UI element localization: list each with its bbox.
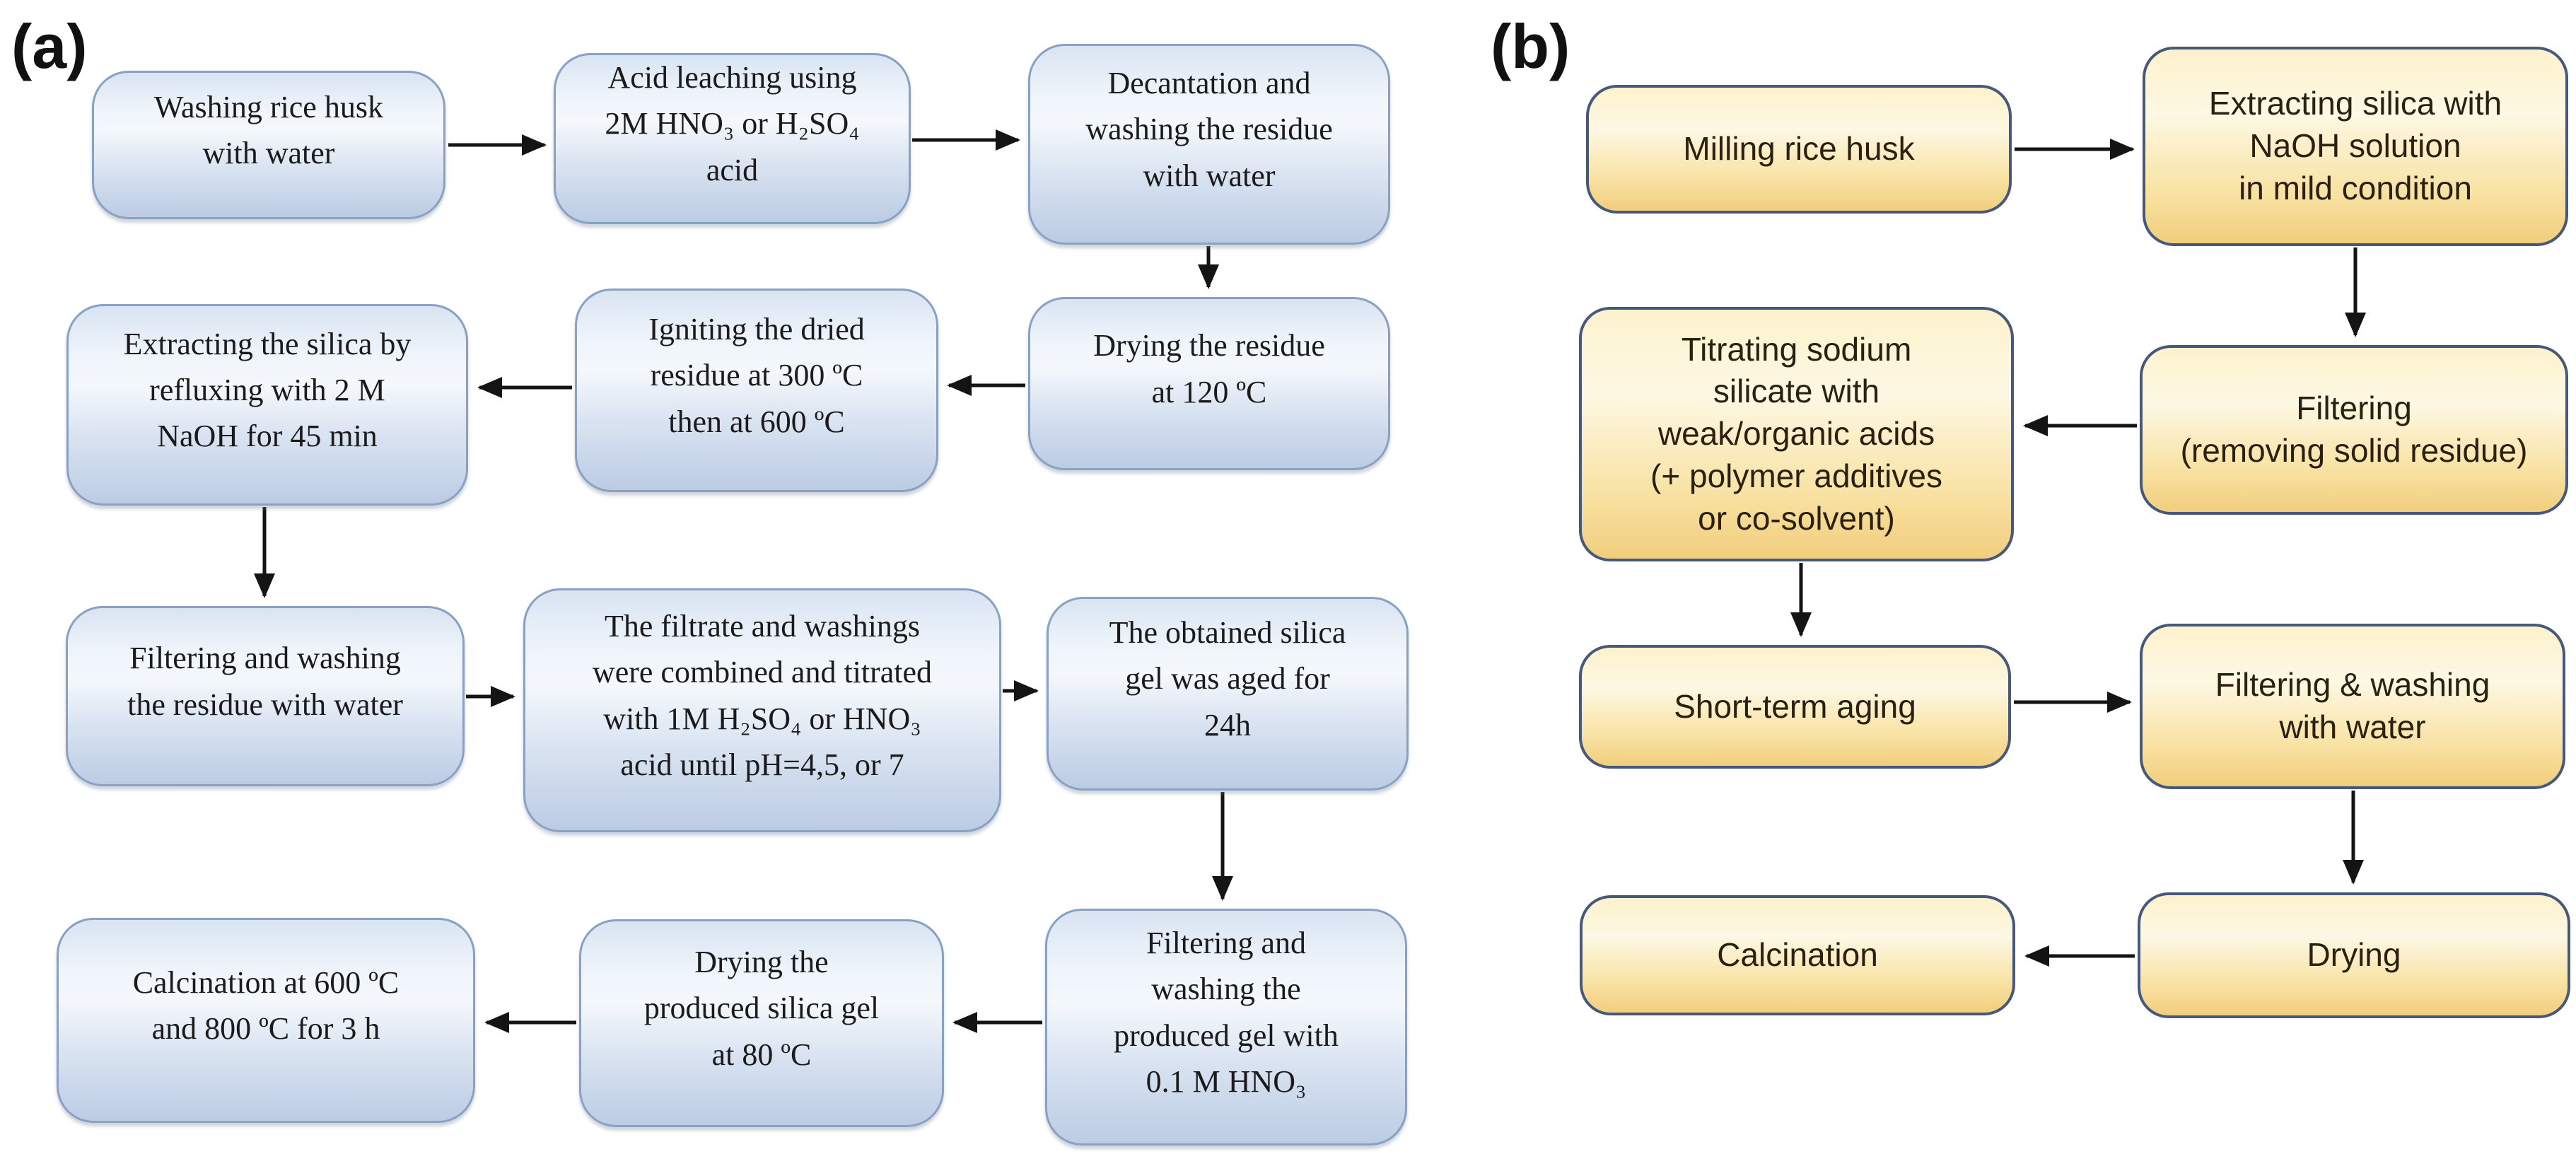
flow-node-titration-filtrate: The filtrate and washings were combined …	[523, 588, 1001, 832]
node-label: Filtering & washing with water	[2215, 666, 2490, 745]
flow-node-milling-rice-husk: Milling rice husk	[1586, 85, 2012, 214]
node-label: Extracting the silica by refluxing with …	[123, 326, 412, 454]
flow-node-drying-residue-120: Drying the residue at 120 ºC	[1028, 297, 1390, 470]
flow-node-calcination-600-800: Calcination at 600 ºC and 800 ºC for 3 h	[57, 918, 475, 1123]
panel-b-label: (b)	[1491, 11, 1570, 81]
node-label: Washing rice husk with water	[154, 89, 383, 170]
flow-node-filtering-solid-residue: Filtering (removing solid residue)	[2140, 345, 2568, 515]
node-label: Drying the produced silica gel at 80 ºC	[643, 945, 880, 1072]
flow-node-extracting-naoh: Extracting silica with NaOH solution in …	[2143, 47, 2568, 246]
flow-node-gel-aging-24h: The obtained silica gel was aged for 24h	[1047, 597, 1409, 791]
panel-a-label: (a)	[11, 11, 88, 81]
flow-node-filtering-washing-water: Filtering & washing with water	[2140, 624, 2565, 789]
node-label: Filtering (removing solid residue)	[2180, 390, 2528, 469]
node-label: Calcination	[1717, 936, 1878, 974]
node-label: The obtained silica gel was aged for 24h	[1109, 615, 1346, 742]
flow-node-calcination: Calcination	[1580, 895, 2015, 1015]
flow-node-igniting-residue: Igniting the dried residue at 300 ºC the…	[575, 288, 938, 492]
flow-node-titrating-silicate: Titrating sodium silicate with weak/orga…	[1579, 307, 2014, 561]
flow-node-decantation: Decantation and washing the residue with…	[1028, 44, 1390, 245]
node-label: Acid leaching using 2M HNO₃ or H₂SO₄ aci…	[605, 60, 860, 187]
node-label: The filtrate and washings were combined …	[592, 609, 933, 782]
node-label: Extracting silica with NaOH solution in …	[2208, 85, 2502, 206]
node-label: Drying the residue at 120 ºC	[1093, 328, 1325, 409]
flow-node-washing-rice-husk: Washing rice husk with water	[92, 71, 445, 219]
flow-node-drying: Drying	[2138, 892, 2570, 1018]
flow-node-filtering-washing-residue: Filtering and washing the residue with w…	[66, 606, 465, 786]
node-label: Filtering and washing the produced gel w…	[1114, 926, 1339, 1099]
node-label: Titrating sodium silicate with weak/orga…	[1650, 330, 1942, 537]
flow-node-acid-leaching: Acid leaching using 2M HNO₃ or H₂SO₄ aci…	[554, 53, 911, 224]
flow-node-drying-gel-80: Drying the produced silica gel at 80 ºC	[579, 919, 944, 1127]
node-label: Calcination at 600 ºC and 800 ºC for 3 h	[132, 964, 400, 1046]
node-label: Milling rice husk	[1683, 130, 1915, 168]
node-label: Short-term aging	[1674, 687, 1916, 725]
flow-node-extracting-silica: Extracting the silica by refluxing with …	[66, 304, 468, 506]
flow-node-short-term-aging: Short-term aging	[1579, 645, 2011, 769]
node-label: Igniting the dried residue at 300 ºC the…	[648, 312, 865, 439]
node-label: Decantation and washing the residue with…	[1085, 66, 1333, 193]
node-label: Filtering and washing the residue with w…	[127, 641, 403, 722]
node-label: Drying	[2307, 936, 2401, 974]
flow-node-filtering-washing-gel: Filtering and washing the produced gel w…	[1045, 909, 1407, 1146]
